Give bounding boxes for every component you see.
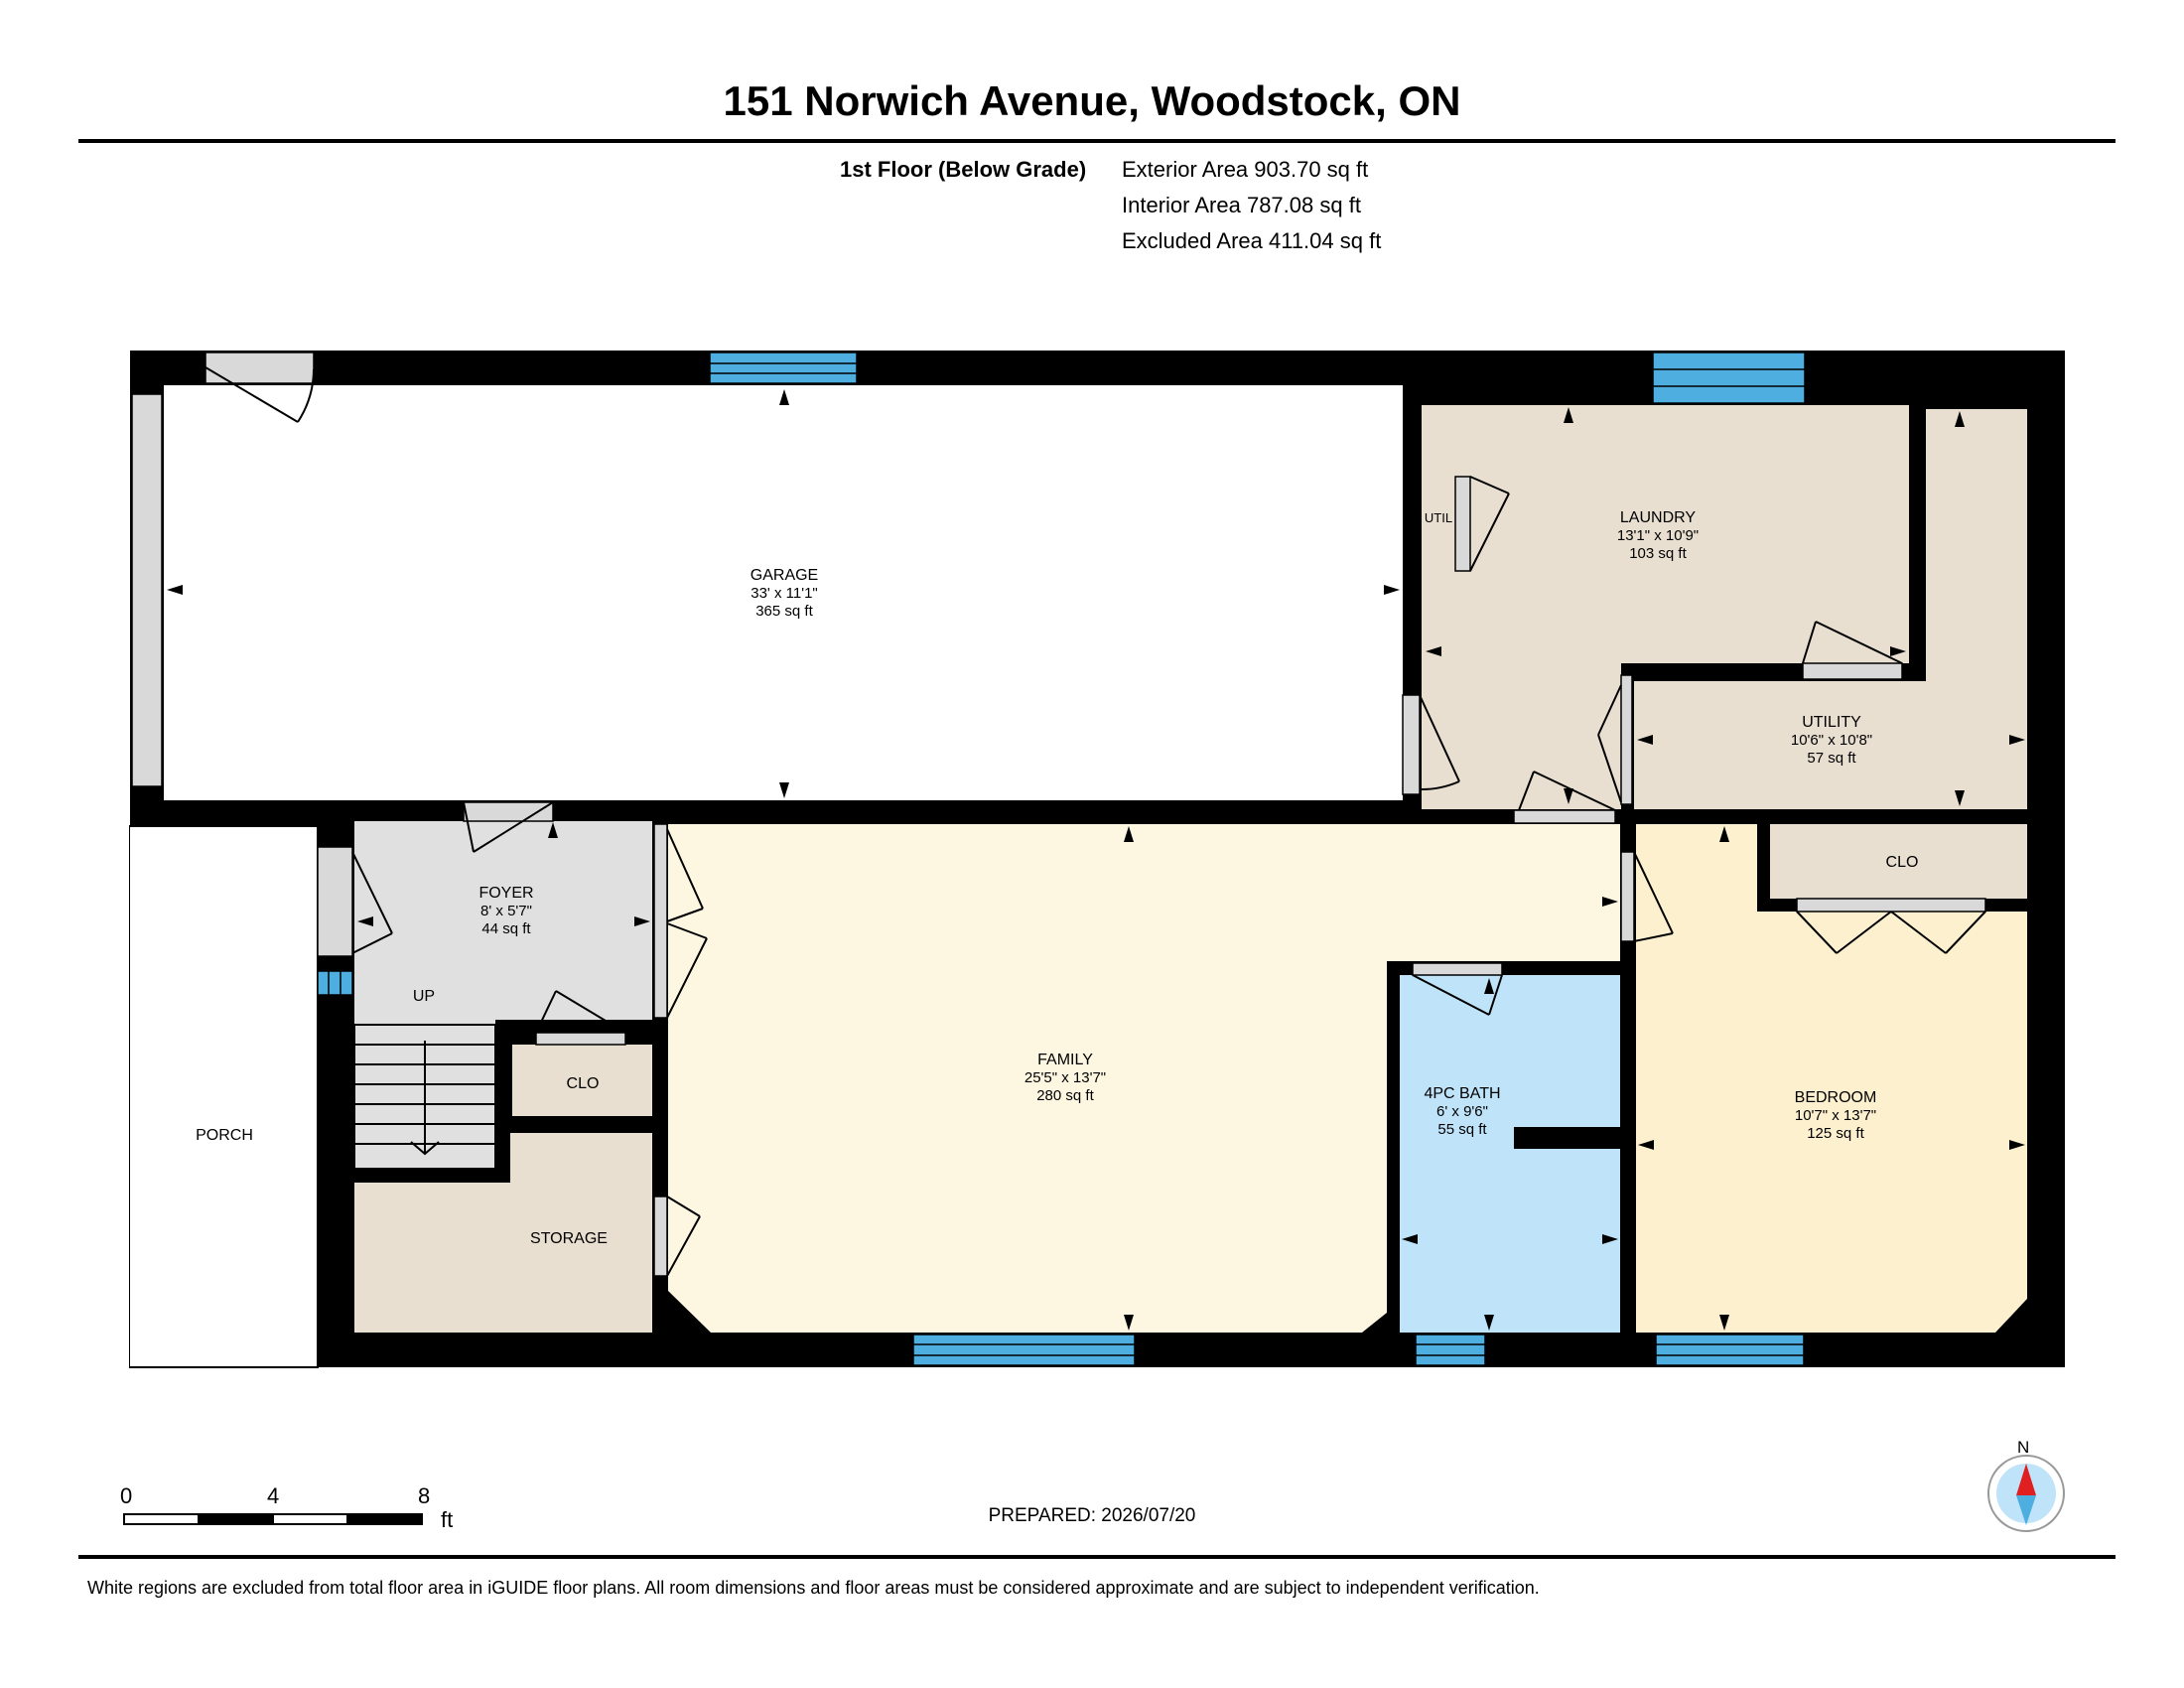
family-area: 280 sq ft (1036, 1087, 1094, 1104)
utility-area: 57 sq ft (1807, 750, 1856, 767)
storage-label: STORAGE (530, 1230, 608, 1247)
footer-rule (78, 1555, 2116, 1559)
foyer-floor (354, 821, 652, 1020)
bedroom-closet-label: CLO (1886, 854, 1919, 871)
garage-dims: 33' x 11'1" (751, 585, 818, 602)
bedroom-area: 125 sq ft (1807, 1125, 1864, 1142)
porch-label: PORCH (196, 1127, 253, 1144)
footer-disclaimer: White regions are excluded from total fl… (87, 1578, 1540, 1598)
foyer-dims: 8' x 5'7" (480, 903, 532, 919)
storage-floor (354, 1133, 652, 1333)
laundry-floor (1422, 405, 1909, 809)
door-swings (205, 366, 1986, 1277)
header-rule (78, 139, 2116, 143)
scale-bar (123, 1513, 423, 1525)
garage-floor (164, 385, 1403, 800)
scale-unit: ft (441, 1507, 454, 1532)
bath-area: 55 sq ft (1437, 1121, 1487, 1138)
compass-icon (1987, 1455, 2065, 1532)
bath-floor (1400, 975, 1620, 1333)
garage-label: GARAGE (751, 567, 818, 584)
laundry-label: LAUNDRY (1620, 509, 1697, 526)
stairs (353, 1024, 496, 1170)
family-dims: 25'5" x 13'7" (1024, 1069, 1106, 1086)
laundry-dims: 13'1" x 10'9" (1617, 527, 1699, 544)
foyer-closet-floor (512, 1045, 652, 1116)
bedroom-dims: 10'7" x 13'7" (1795, 1107, 1876, 1124)
windows (317, 352, 1806, 1366)
foyer-area: 44 sq ft (481, 920, 531, 937)
scale-tick-8: 8 (418, 1483, 431, 1508)
interior-area: Interior Area 787.08 sq ft (1122, 193, 1361, 217)
dimension-arrows (167, 389, 2025, 1331)
bath-label: 4PC BATH (1424, 1085, 1500, 1102)
utility-dims: 10'6" x 10'8" (1791, 732, 1872, 749)
porch-floor (130, 827, 317, 1366)
utility-floor (1634, 409, 2027, 809)
stairs-up-label: UP (413, 988, 435, 1005)
scale-tick-4: 4 (267, 1483, 280, 1508)
page-title: 151 Norwich Avenue, Woodstock, ON (723, 77, 1461, 124)
bedroom-label: BEDROOM (1795, 1089, 1877, 1106)
foyer-label: FOYER (478, 885, 533, 902)
scale-tick-0: 0 (120, 1483, 133, 1508)
family-floor (668, 824, 1620, 1333)
utility-label: UTILITY (1802, 714, 1861, 731)
foyer-closet-label: CLO (567, 1075, 600, 1092)
prepared-date: PREPARED: 2026/07/20 (988, 1505, 1196, 1526)
garage-area: 365 sq ft (755, 603, 813, 620)
bath-dims: 6' x 9'6" (1436, 1103, 1488, 1120)
bedroom-floor (1636, 824, 2027, 1333)
util-label: UTIL (1425, 510, 1452, 525)
excluded-area: Excluded Area 411.04 sq ft (1122, 228, 1382, 253)
compass-north-label: N (2017, 1438, 2030, 1457)
bedroom-closet-floor (1770, 824, 2027, 899)
exterior-area: Exterior Area 903.70 sq ft (1122, 157, 1369, 182)
laundry-area: 103 sq ft (1629, 545, 1687, 562)
family-label: FAMILY (1037, 1052, 1093, 1068)
floor-label: 1st Floor (Below Grade) (840, 157, 1087, 182)
